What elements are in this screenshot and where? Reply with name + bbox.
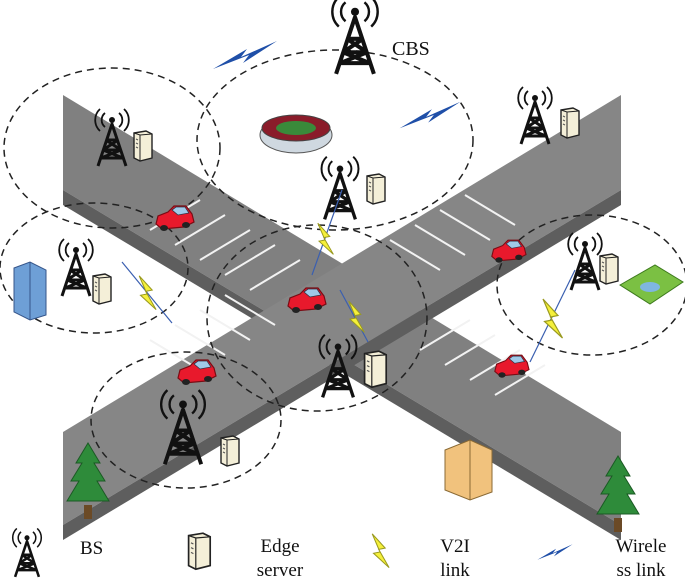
coverage-right <box>496 214 685 356</box>
stadium-icon <box>259 114 333 154</box>
coverage-top-center <box>196 49 474 231</box>
vehicle-icon <box>494 354 530 379</box>
legend-wireless-link-label: Wirele ss link <box>615 536 667 581</box>
apartment-building-icon <box>444 439 493 501</box>
edge-server-icon <box>363 350 388 389</box>
office-building-icon <box>13 261 47 321</box>
cbs-tower-icon <box>332 0 377 74</box>
legend-edge-server-icon <box>187 532 212 571</box>
bs-tower-icon <box>57 237 95 298</box>
coverage-center <box>206 224 428 412</box>
legend-v2i-link-icon <box>371 533 390 569</box>
park-icon <box>619 264 684 305</box>
legend-bs-label: BS <box>80 538 104 559</box>
edge-server-icon <box>599 253 619 285</box>
v2i-link-icon <box>317 222 334 255</box>
coverage-areas <box>0 49 685 489</box>
legend-bs-icon <box>11 527 43 579</box>
coverage-bottom-left <box>90 351 282 489</box>
bs-tower-icon <box>516 85 554 146</box>
road-diagonal-right <box>63 95 621 525</box>
coverage-top-left <box>3 67 221 229</box>
coverage-left <box>0 202 189 334</box>
legend-wireless-link-icon <box>537 544 573 560</box>
edge-server-icon <box>366 173 386 205</box>
edge-server-icon <box>92 273 112 305</box>
v2i-link-icon <box>542 298 564 339</box>
cbs-label: CBS <box>392 38 430 60</box>
wireless-link-icon <box>213 41 277 69</box>
edge-server-icon <box>220 435 240 467</box>
legend-edge-server-label: Edge server <box>256 536 304 581</box>
edge-server-icon <box>133 130 153 162</box>
legend-v2i-link-label: V2I link <box>440 536 470 581</box>
wireless-link-icon <box>399 101 461 129</box>
bs-tower-icon <box>566 231 604 292</box>
bs-tower-icon <box>319 155 361 222</box>
edge-server-icon <box>560 107 580 139</box>
